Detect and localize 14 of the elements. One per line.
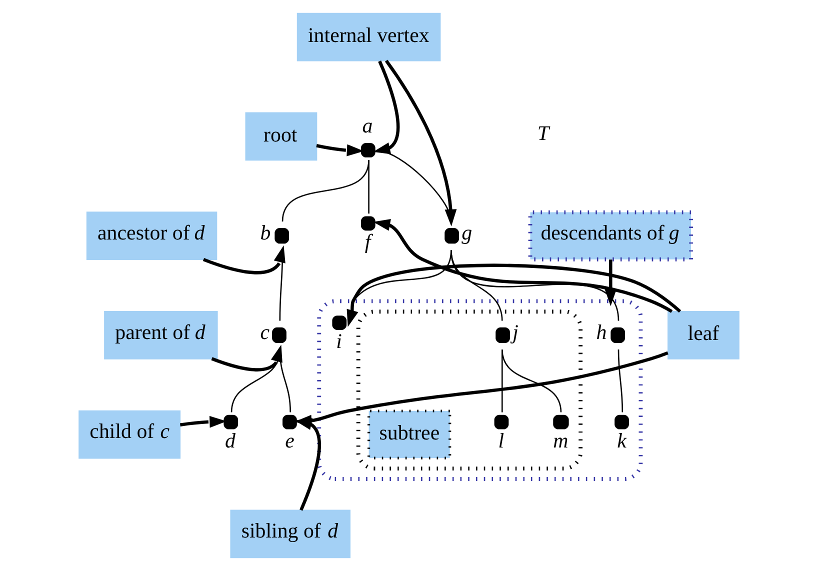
node-label: d [224, 428, 235, 452]
node-label: h [596, 320, 606, 344]
node-label: i [336, 328, 342, 353]
node-label: k [616, 428, 626, 452]
node-label: a [362, 113, 372, 138]
node-label: g [461, 220, 472, 244]
node-label: c [260, 320, 270, 344]
node-label: m [552, 428, 568, 452]
node-label: f [364, 230, 370, 254]
node-label: e [284, 428, 294, 452]
label: T [536, 121, 549, 146]
node-label: l [498, 428, 504, 452]
node-label: b [260, 220, 270, 244]
node-label: j [512, 320, 518, 344]
